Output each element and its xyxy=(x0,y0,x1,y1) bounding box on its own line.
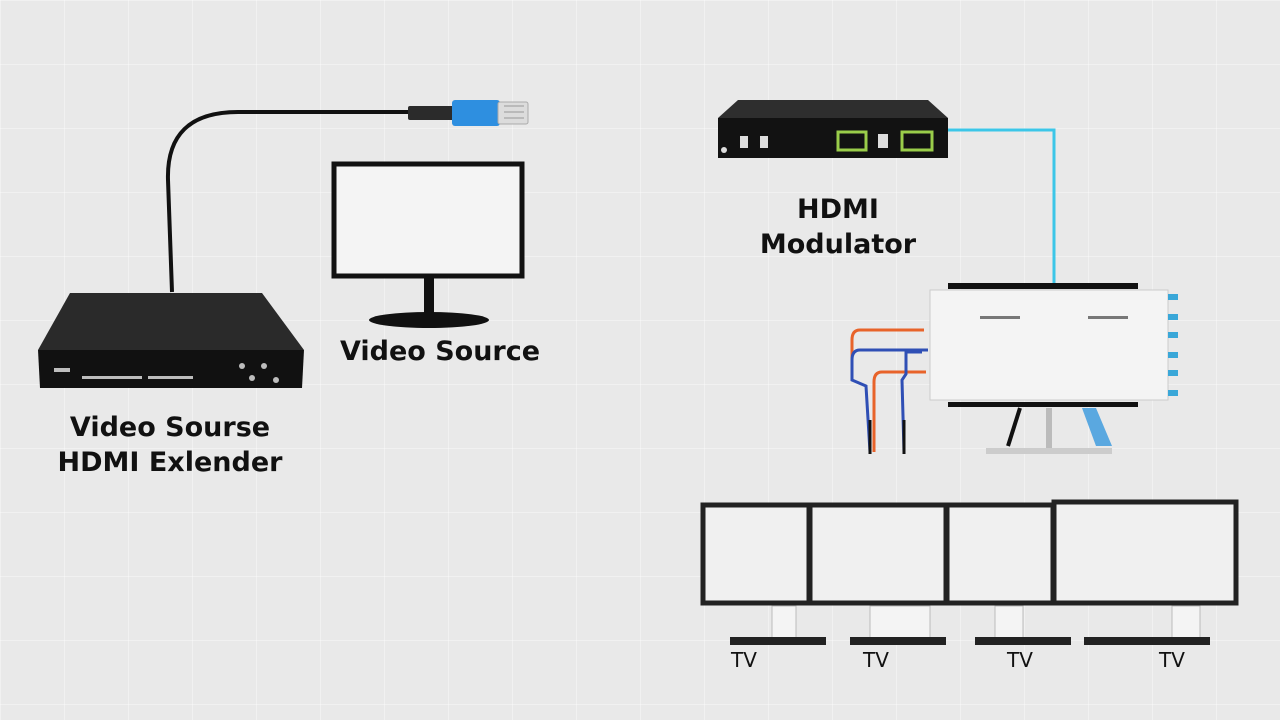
modulator-label-line2: Modulator xyxy=(759,229,917,260)
tv-screen-4 xyxy=(1051,499,1239,645)
extender-front-panel xyxy=(54,363,279,383)
tv-label-3: TV xyxy=(1007,648,1033,672)
tv-label-2: TV xyxy=(863,648,889,672)
extender-label-line1: Video Sourse xyxy=(69,412,271,443)
input-wires xyxy=(850,328,928,454)
video-source-monitor-icon xyxy=(331,161,525,328)
video-source-label: Video Source xyxy=(320,334,560,369)
modulator-label: HDMI Modulator xyxy=(728,192,948,262)
coax-cable xyxy=(948,128,1056,286)
tv-label-1: TV xyxy=(731,648,757,672)
extender-label: Video Sourse HDMI Exlender xyxy=(40,410,300,480)
hdmi-extender-device xyxy=(38,293,304,388)
rj45-plug xyxy=(408,100,529,126)
network-cable xyxy=(165,110,410,293)
modulator-label-line1: HDMI xyxy=(797,194,879,225)
hdmi-modulator-device xyxy=(718,100,948,158)
modulator-green-port-1 xyxy=(836,130,868,152)
video-source-label-text: Video Source xyxy=(339,336,541,367)
tv-label-4: TV xyxy=(1159,648,1185,672)
distribution-unit xyxy=(929,283,1178,454)
extender-label-line2: HDMI Exlender xyxy=(57,447,283,478)
tv-screen-3 xyxy=(944,502,1071,645)
tv-screen-2 xyxy=(807,502,949,645)
modulator-green-port-2 xyxy=(900,130,934,152)
tv-wall xyxy=(700,499,1239,645)
distribution-output-ports xyxy=(1168,294,1178,396)
